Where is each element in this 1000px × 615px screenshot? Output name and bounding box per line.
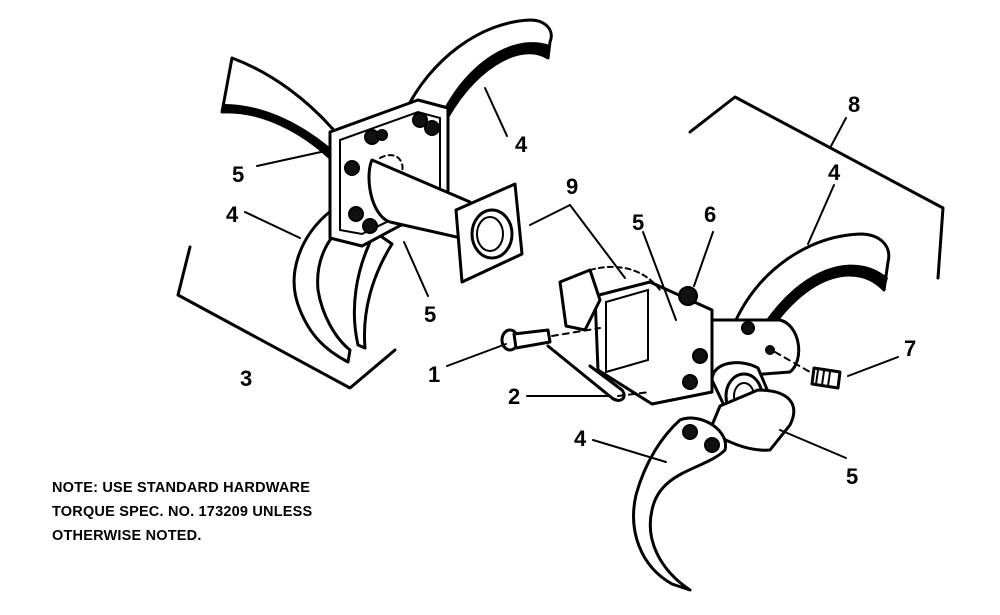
- hairpin-clip-2: [546, 344, 626, 402]
- flange-bolts: [344, 112, 440, 234]
- callout-2: 2: [508, 384, 520, 409]
- coupler-block: [558, 268, 602, 332]
- callout-9: 9: [566, 174, 578, 199]
- leader-lines: [244, 87, 899, 463]
- callouts: 5 4 4 5 3 9 5 6 8 4 7 1 2 4 5: [226, 92, 916, 489]
- left-tine-assembly: [176, 18, 553, 390]
- callout-5-lower: 5: [424, 302, 436, 327]
- tine-lower-bottom: [632, 416, 727, 592]
- callout-4-left: 4: [226, 202, 239, 227]
- adapter-plate: [593, 280, 714, 406]
- callout-5-right: 5: [846, 464, 858, 489]
- callout-6: 6: [704, 202, 716, 227]
- right-tine-assembly: [500, 95, 945, 592]
- tube-shaft-left: [367, 158, 472, 242]
- callout-1: 1: [428, 362, 440, 387]
- callout-5-upper-left: 5: [232, 162, 244, 187]
- callout-4-bottom: 4: [574, 426, 587, 451]
- callout-8: 8: [848, 92, 860, 117]
- note-line-2: TORQUE SPEC. NO. 173209 UNLESS: [52, 504, 313, 520]
- callout-5-center: 5: [632, 210, 644, 235]
- tine-lower-left: [292, 208, 354, 364]
- callout-7: 7: [904, 336, 916, 361]
- nut-6: [678, 286, 698, 306]
- tine-lower-right: [352, 230, 394, 350]
- bolt-7: [810, 366, 842, 390]
- callout-4-right: 4: [828, 160, 841, 185]
- note-line-3: OTHERWISE NOTED.: [52, 528, 202, 544]
- note-line-1: NOTE: USE STANDARD HARDWARE: [52, 480, 311, 496]
- callout-4-upper: 4: [515, 132, 528, 157]
- callout-3: 3: [240, 366, 252, 391]
- hardware-torque-note: NOTE: USE STANDARD HARDWARE TORQUE SPEC.…: [52, 476, 372, 548]
